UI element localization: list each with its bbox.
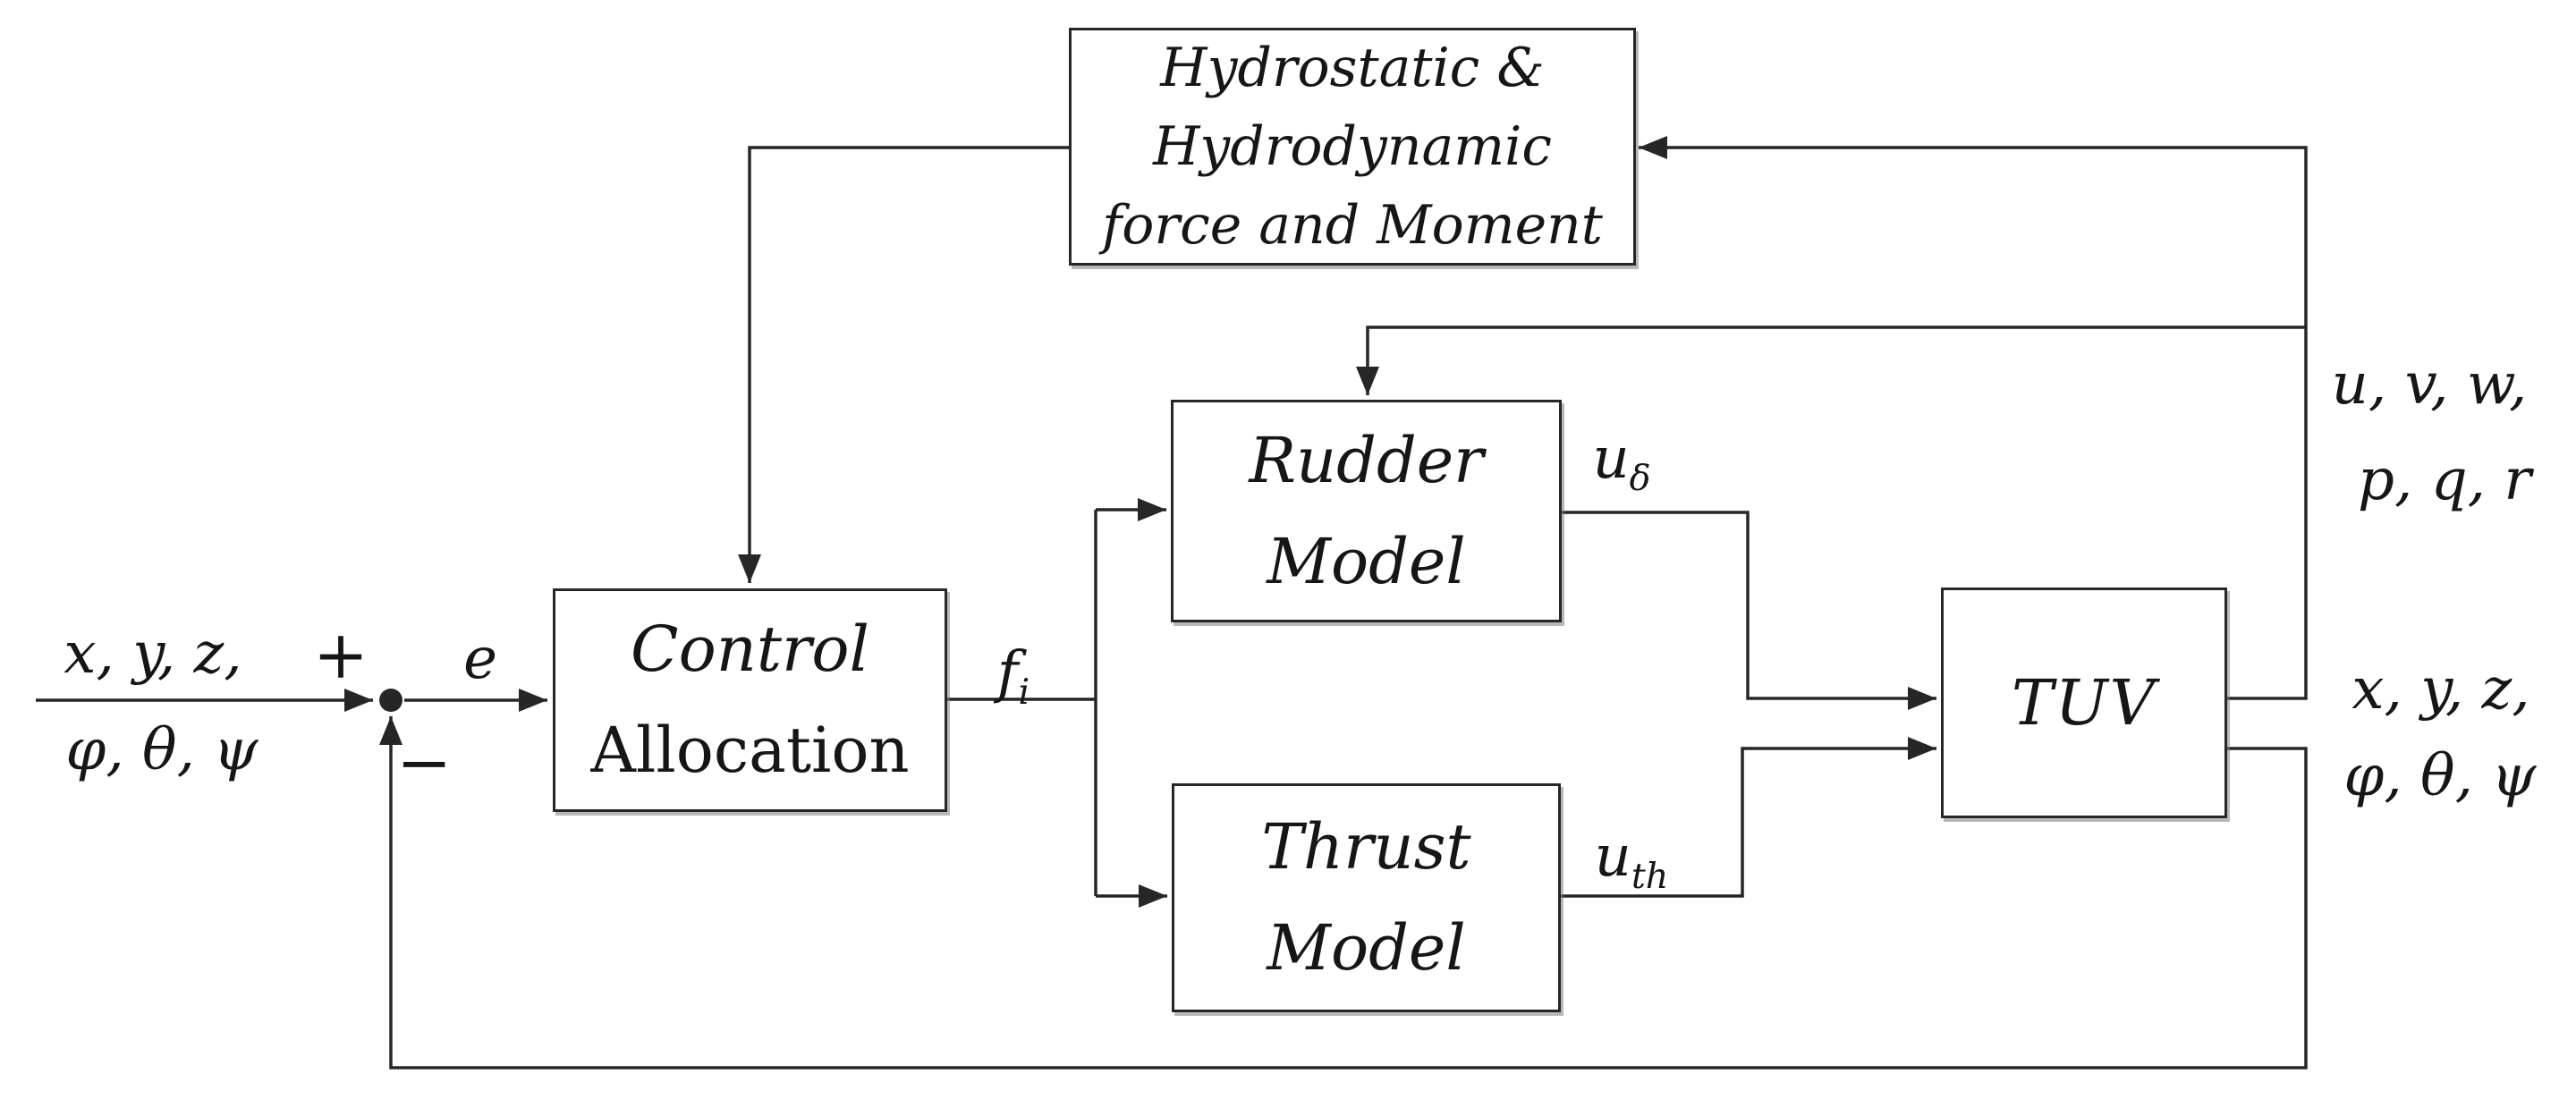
reference-input-label-bottom: φ, θ, ψ [65,717,258,783]
velocity-output-label-bottom: p, q, r [2358,447,2531,513]
thrust-command-subscript: th [1631,855,1669,897]
wire-rudder-to-tuv [1562,511,1936,710]
block-label: Model [1267,524,1466,598]
rudder-command-subscript: δ [1629,457,1651,499]
wire-velocity-feedback-to-hydro [1639,136,2308,700]
block-label: Hydrodynamic [1153,115,1552,178]
wire-position-feedback [379,716,2308,1070]
thrust-command-base: u [1594,824,1631,890]
block-label: Allocation [590,714,910,787]
thrust-command-label: uth [1595,828,1669,894]
wire-hydro-to-control-allocation [738,146,1069,583]
plus-sign: + [312,617,369,694]
thruster-force-base: f [996,639,1019,706]
thruster-force-label: fi [997,644,1030,710]
summing-junction-dot [379,689,402,712]
position-output-label-bottom: φ, θ, ψ [2343,743,2537,809]
error-signal-label: e [463,626,497,692]
block-label: Thrust [1261,810,1471,884]
control-allocation-block: Control Allocation [553,588,947,812]
block-label: Rudder [1249,423,1484,497]
reference-input-label-top: x, y, z, [64,621,242,687]
block-label: force and Moment [1102,194,1603,257]
tuv-plant-block: TUV [1941,588,2227,818]
rudder-model-block: Rudder Model [1171,400,1562,622]
velocity-output-label-top: u, v, w, [2331,351,2528,418]
block-label: Model [1267,911,1466,985]
thruster-force-subscript: i [1018,671,1030,713]
rudder-command-base: u [1592,426,1630,492]
block-label: Control [631,613,869,686]
rudder-command-label: uδ [1592,430,1650,496]
hydro-force-moment-block: Hydrostatic & Hydrodynamic force and Mom… [1069,28,1636,266]
block-label: Hydrostatic & [1160,37,1545,99]
thrust-model-block: Thrust Model [1172,783,1561,1012]
minus-sign: − [395,724,453,801]
position-output-label-top: x, y, z, [2351,656,2530,723]
wire-velocity-feedback-to-rudder [1356,326,2306,395]
block-label: TUV [2011,665,2157,740]
wire-thrust-to-tuv [1561,737,1936,898]
